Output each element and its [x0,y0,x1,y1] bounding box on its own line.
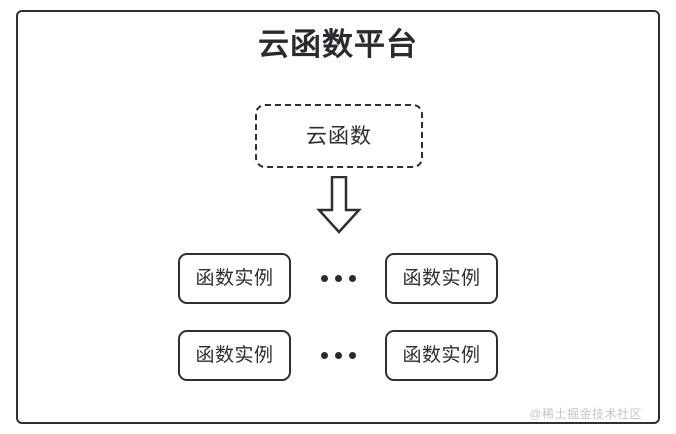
instance-row: 函数实例 函数实例 [0,252,676,304]
cloud-function-node: 云函数 [255,104,423,168]
ellipsis-dot [348,274,356,282]
function-instance-box: 函数实例 [385,252,498,304]
ellipsis-icon [291,351,385,359]
function-instance-box: 函数实例 [385,329,498,381]
ellipsis-dot [334,274,342,282]
cloud-function-label: 云函数 [306,124,372,148]
ellipsis-dot [348,351,356,359]
function-instance-label: 函数实例 [195,344,274,366]
instance-row: 函数实例 函数实例 [0,329,676,381]
function-instance-box: 函数实例 [178,252,291,304]
function-instance-label: 函数实例 [402,267,481,289]
watermark: @稀土掘金技术社区 [529,407,642,421]
ellipsis-dot [334,351,342,359]
page-title: 云函数平台 [258,27,418,62]
ellipsis-dot [320,351,328,359]
function-instance-box: 函数实例 [178,329,291,381]
function-instance-label: 函数实例 [195,267,274,289]
down-arrow-icon [316,176,362,234]
ellipsis-dot [320,274,328,282]
function-instance-label: 函数实例 [402,344,481,366]
ellipsis-icon [291,274,385,282]
